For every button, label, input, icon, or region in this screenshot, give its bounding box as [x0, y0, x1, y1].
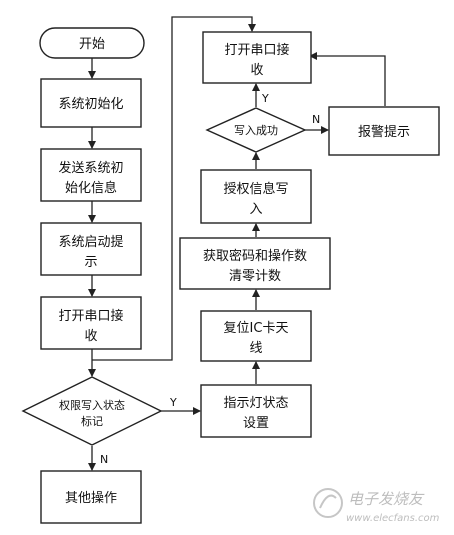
node-init: 系统初始化 [40, 78, 142, 128]
node-other-ops-label: 其他操作 [65, 490, 117, 506]
edge-label-write-yes: Y [261, 92, 269, 105]
node-check-flag-label-2: 标记 [81, 414, 103, 428]
node-led-state-label-1: 指示灯状态 [223, 396, 288, 411]
node-write-auth-label-2: 入 [249, 202, 262, 217]
node-start-prompt: 系统启动提 示 [40, 222, 142, 276]
watermark-cn: 电子发烧友 [348, 490, 425, 508]
watermark: 电子发烧友 www.elecfans.com [313, 488, 440, 524]
node-alarm: 报警提示 [328, 106, 440, 156]
edge-label-flag-yes: Y [169, 396, 177, 409]
node-start-label: 开始 [79, 37, 105, 52]
node-reset-antenna-label-2: 线 [249, 341, 262, 356]
edge-label-flag-no: N [100, 453, 108, 466]
watermark-url: www.elecfans.com [346, 513, 440, 524]
node-start-prompt-label-1: 系统启动提 [58, 234, 123, 250]
edge-label-write-no: N [312, 113, 320, 126]
node-led-state-label-2: 设置 [243, 416, 269, 431]
node-start: 开始 [39, 27, 145, 59]
node-alarm-label: 报警提示 [358, 124, 410, 140]
node-write-auth: 授权信息写 入 [200, 169, 312, 224]
node-send-init-label-1: 发送系统初 [58, 160, 123, 176]
node-reset-antenna-label-1: 复位IC卡天 [224, 321, 289, 336]
node-open-serial-left-label-2: 收 [84, 329, 97, 344]
node-check-flag-label-1: 权限写入状态 [59, 398, 125, 412]
watermark-logo-icon [313, 488, 343, 518]
node-write-auth-label-1: 授权信息写 [223, 181, 288, 197]
node-led-state: 指示灯状态 设置 [200, 384, 312, 438]
node-check-flag: 权限写入状态 标记 [21, 376, 163, 446]
node-write-ok-label: 写入成功 [234, 124, 278, 137]
node-init-label: 系统初始化 [58, 97, 123, 112]
node-start-prompt-label-2: 示 [84, 255, 97, 270]
node-other-ops: 其他操作 [40, 470, 142, 524]
node-open-serial-right-label-1: 打开串口接 [224, 42, 289, 58]
node-open-serial-right: 打开串口接 收 [202, 31, 312, 84]
node-get-password-label-2: 清零计数 [229, 269, 281, 284]
node-open-serial-left: 打开串口接 收 [40, 296, 142, 350]
node-write-ok: 写入成功 [205, 107, 307, 153]
node-get-password: 获取密码和操作数 清零计数 [179, 237, 331, 290]
edge-alarm-loop-to-serial [309, 52, 386, 106]
node-send-init: 发送系统初 始化信息 [40, 148, 142, 202]
node-reset-antenna: 复位IC卡天 线 [200, 310, 312, 362]
node-open-serial-left-label-1: 打开串口接 [58, 308, 123, 324]
edge-loop-back-to-left-serial [92, 16, 256, 361]
node-open-serial-right-label-2: 收 [250, 63, 263, 78]
node-send-init-label-2: 始化信息 [65, 180, 117, 196]
node-get-password-label-1: 获取密码和操作数 [203, 248, 307, 264]
